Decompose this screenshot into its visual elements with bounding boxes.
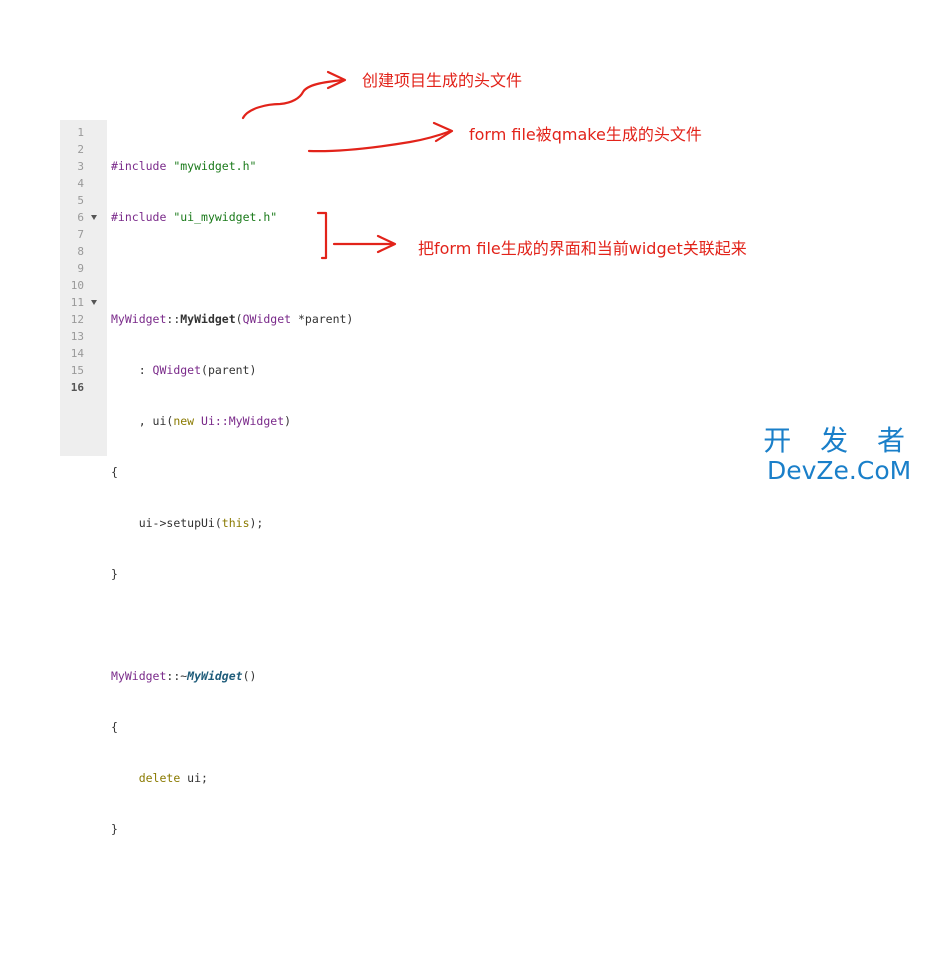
code-line-15 [111, 872, 353, 889]
code-line-6: , ui(new Ui::MyWidget) [111, 414, 292, 428]
code-line-11: MyWidget::~MyWidget() [111, 669, 257, 683]
line-number-gutter: 1 2 3 4 5 6 7 8 9 10 11 12 13 14 15 16 [60, 120, 107, 456]
line-number: 5 [77, 194, 84, 207]
annotation-setup-ui: 把form file生成的界面和当前widget关联起来 [418, 239, 747, 258]
line-number: 10 [70, 279, 84, 292]
line-number: 9 [77, 262, 84, 275]
line-number: 15 [70, 364, 84, 377]
annotation-project-header: 创建项目生成的头文件 [362, 71, 523, 90]
code-line-13: delete ui; [138, 771, 208, 785]
code-line-14: } [111, 822, 118, 836]
arrowhead-3 [376, 234, 397, 254]
line-number: 13 [70, 330, 84, 343]
annotation-arrows [241, 70, 454, 260]
line-number: 12 [70, 313, 84, 326]
logo-english: DevZe.CoM [766, 456, 912, 485]
line-number: 4 [77, 177, 84, 190]
arrow-1 [241, 78, 346, 120]
line-number: 11 [70, 296, 84, 309]
code-line-1: #include "mywidget.h" [111, 159, 257, 173]
line-number-active: 16 [70, 381, 84, 394]
code-line-5: : QWidget(parent) [111, 363, 257, 377]
code-line-8: ui->setupUi(this); [111, 516, 264, 530]
code-line-4: MyWidget::MyWidget(QWidget *parent) [111, 312, 354, 326]
code-line-16 [111, 923, 353, 940]
line-number: 7 [77, 228, 84, 241]
code-line-2: #include "ui_mywidget.h" [111, 210, 278, 224]
bracket [316, 211, 328, 260]
arrowhead-2 [432, 121, 454, 143]
fold-toggle-icon[interactable] [91, 215, 97, 220]
arrow-2 [307, 129, 453, 153]
line-number: 8 [77, 245, 84, 258]
logo-chinese: 开 发 者 [763, 424, 915, 457]
line-number: 1 [77, 126, 84, 139]
fold-toggle-icon[interactable] [91, 300, 97, 305]
line-number: 6 [77, 211, 84, 224]
line-number: 3 [77, 160, 84, 173]
code-line-9: } [111, 567, 118, 581]
code-line-7: { [111, 465, 118, 479]
code-line-12: { [111, 720, 118, 734]
code-line-10 [111, 617, 353, 634]
watermark-logo: 开 发 者 DevZe.CoM [763, 425, 915, 485]
arrowhead-1 [326, 70, 347, 90]
line-number: 14 [70, 347, 84, 360]
line-number: 2 [77, 143, 84, 156]
annotation-ui-header: form file被qmake生成的头文件 [469, 125, 702, 144]
